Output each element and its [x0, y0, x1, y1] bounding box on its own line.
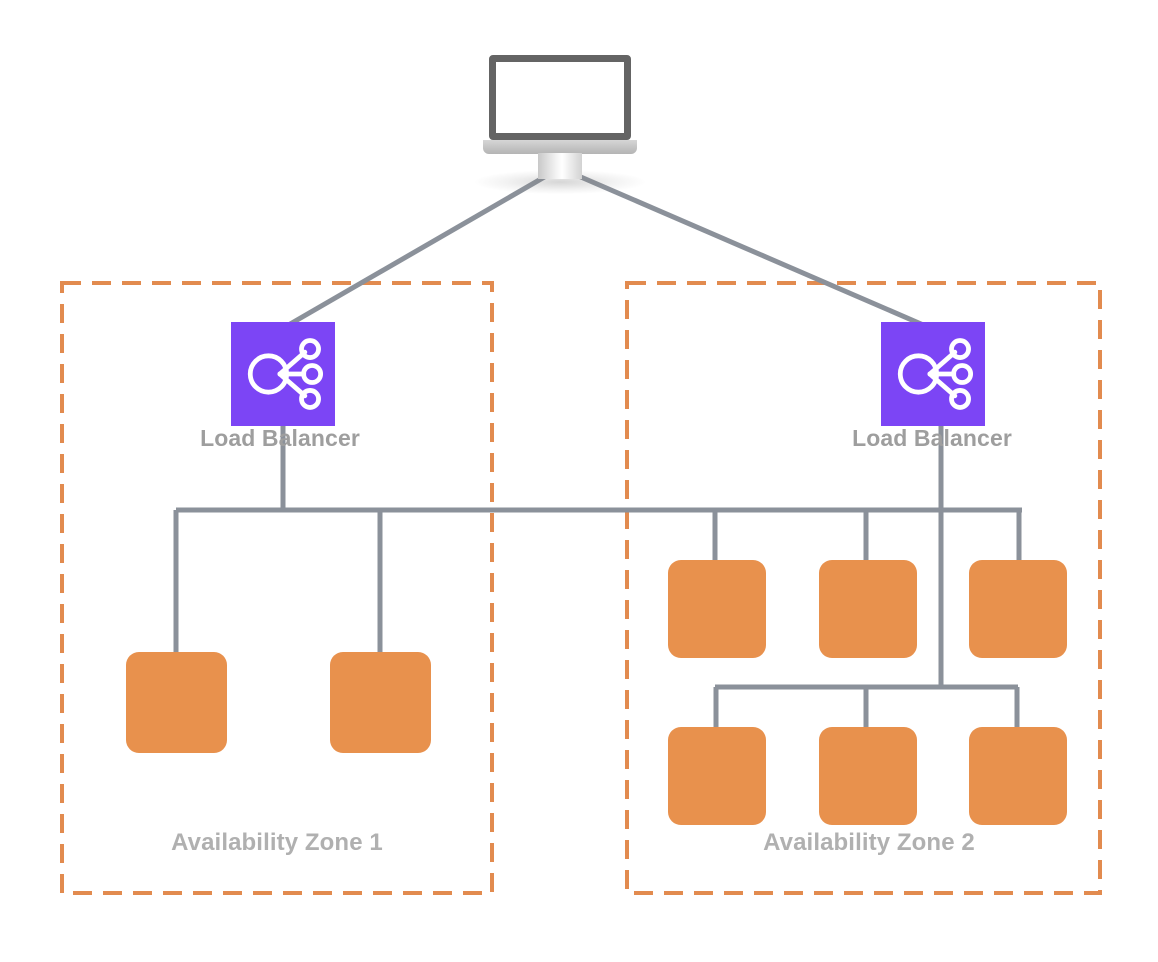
server-node-az2-node-5[interactable]: [819, 727, 917, 825]
server-node-az1-node-1[interactable]: [126, 652, 227, 753]
node-circle-middle: [301, 363, 324, 385]
server-node-az2-node-2[interactable]: [819, 560, 917, 658]
zone-boundary-2: [625, 281, 1102, 895]
client-monitor[interactable]: [459, 49, 661, 194]
node-circle-lower: [949, 388, 971, 410]
load-balancer-tile-2[interactable]: [881, 322, 985, 426]
server-node-az2-node-1[interactable]: [668, 560, 766, 658]
monitor-screen-icon: [489, 55, 631, 140]
hub-circle: [247, 353, 290, 395]
node-circle-upper: [949, 338, 971, 360]
zone-label-2: Availability Zone 2: [763, 829, 975, 856]
load-balancer-glyph-group: [897, 338, 974, 410]
load-balancer-network-icon: [247, 338, 324, 410]
server-node-az2-node-6[interactable]: [969, 727, 1067, 825]
zone-boundary-1: [60, 281, 494, 895]
load-balancer-label-2: Load Balancer: [852, 425, 1012, 451]
zone-label-1: Availability Zone 1: [171, 829, 383, 856]
node-circle-upper: [299, 338, 321, 360]
server-node-az2-node-4[interactable]: [668, 727, 766, 825]
node-circle-lower: [299, 388, 321, 410]
load-balancer-label-1: Load Balancer: [200, 425, 360, 451]
load-balancer-tile-1[interactable]: [231, 322, 335, 426]
load-balancer-network-icon: [897, 338, 974, 410]
server-node-az1-node-2[interactable]: [330, 652, 431, 753]
node-circle-middle: [951, 363, 974, 385]
client-to-lb2-line: [559, 165, 929, 330]
server-node-az2-node-3[interactable]: [969, 560, 1067, 658]
monitor-chin: [483, 140, 637, 154]
load-balancer-glyph-group: [247, 338, 324, 410]
monitor-neck: [538, 153, 582, 179]
hub-circle: [897, 353, 940, 395]
client-to-lb1-line: [283, 165, 562, 330]
